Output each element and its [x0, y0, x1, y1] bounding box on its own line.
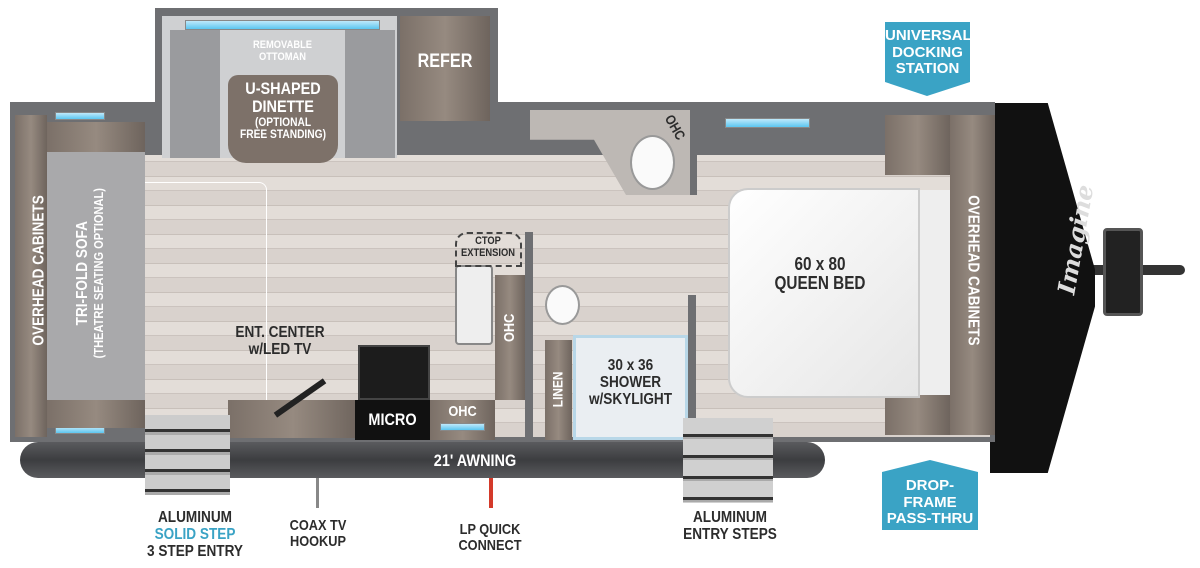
bath-sink	[630, 135, 675, 190]
window	[185, 20, 380, 30]
label-line: (OPTIONAL	[254, 114, 312, 129]
linen-label: LINEN	[549, 371, 566, 408]
dinette-bench	[170, 30, 220, 158]
rear-overhead-cabinets	[15, 115, 47, 437]
stove	[358, 345, 430, 400]
hitch-jack	[1103, 228, 1143, 316]
label-line: w/LED TV	[248, 340, 312, 358]
label-line: U-SHAPED	[245, 79, 321, 98]
label-line: OTTOMAN	[258, 50, 307, 63]
callout-line: UNIVERSAL	[885, 27, 972, 44]
label-line: CONNECT	[458, 536, 522, 554]
window	[440, 423, 485, 431]
label-line: 30 x 36	[607, 357, 654, 374]
label-line: SOLID STEP	[154, 525, 236, 543]
sofa-extension-outline	[145, 182, 267, 432]
label-line: ENTRY STEPS	[683, 525, 777, 543]
window	[725, 118, 810, 128]
wall	[525, 232, 533, 440]
window	[55, 112, 105, 120]
universal-docking-station-callout: UNIVERSAL DOCKING STATION	[885, 22, 972, 82]
wall	[690, 110, 697, 195]
refer-label: REFER	[417, 51, 473, 72]
label-line: REMOVABLE	[252, 39, 313, 51]
kitchen-ohc	[495, 275, 525, 400]
callout-arrow	[885, 82, 970, 96]
dinette-bench	[345, 30, 395, 158]
callout-line: DROP-FRAME	[903, 477, 957, 511]
bottom-ohc	[430, 400, 495, 440]
microwave	[355, 400, 430, 440]
toilet	[545, 285, 580, 325]
front-overhead-cabinets	[950, 115, 995, 435]
lp-line	[489, 478, 493, 508]
label-line: 3 STEP ENTRY	[147, 542, 243, 560]
pass-thru-storage-callout: DROP-FRAME PASS-THRU STORAGE	[882, 472, 978, 543]
label-line: 60 x 80	[794, 254, 846, 274]
coax-line	[316, 478, 319, 508]
label-line: (THEATRE SEATING OPTIONAL)	[90, 188, 106, 359]
kitchen-sink	[455, 265, 493, 345]
refrigerator	[400, 16, 490, 121]
label-line: HOOKUP	[290, 532, 346, 550]
callout-line: DOCKING	[892, 43, 963, 61]
label-line: ENT. CENTER	[235, 324, 325, 341]
queen-bed	[728, 188, 920, 398]
label-line: DINETTE	[252, 96, 314, 116]
front-cabinets-label: OVERHEAD CABINETS	[964, 195, 982, 346]
ohc-label: OHC	[448, 403, 477, 420]
label-line: FREE STANDING)	[240, 127, 326, 142]
rear-cabinets-label: OVERHEAD CABINETS	[30, 195, 48, 346]
callout-line: PASS-THRU	[886, 510, 974, 527]
callout-line: STATION	[895, 60, 960, 77]
callout-arrow	[882, 460, 978, 472]
dinette-table	[228, 75, 338, 163]
label-line: LP QUICK	[459, 521, 521, 538]
micro-label: MICRO	[368, 410, 417, 429]
label-line: ALUMINUM	[157, 509, 233, 526]
awning-label: 21' AWNING	[433, 451, 517, 470]
aluminum-entry-steps	[683, 418, 773, 503]
end-table	[47, 122, 145, 152]
label-line: ALUMINUM	[692, 509, 768, 526]
label-line: CTOP	[475, 235, 501, 247]
callout-line: STORAGE	[893, 526, 967, 544]
sofa	[47, 150, 145, 400]
ctop-extension	[455, 232, 522, 267]
label-line: COAX TV	[289, 517, 347, 534]
linen-cabinet	[545, 340, 572, 440]
label-line: QUEEN BED	[774, 272, 866, 293]
sofa-label: TRI-FOLD SOFA(THEATRE SEATING OPTIONAL)	[73, 137, 106, 409]
nightstand	[885, 115, 950, 175]
solid-step-entry	[145, 415, 230, 495]
shower	[573, 335, 688, 440]
label-line: SHOWER	[599, 373, 662, 391]
label-line: TRI-FOLD SOFA	[73, 221, 91, 326]
label-line: w/SKYLIGHT	[588, 390, 673, 408]
ohc-label: OHC	[501, 313, 519, 343]
label-line: EXTENSION	[460, 246, 516, 259]
pillows	[918, 190, 950, 395]
wall	[688, 295, 696, 440]
end-table	[47, 400, 145, 428]
